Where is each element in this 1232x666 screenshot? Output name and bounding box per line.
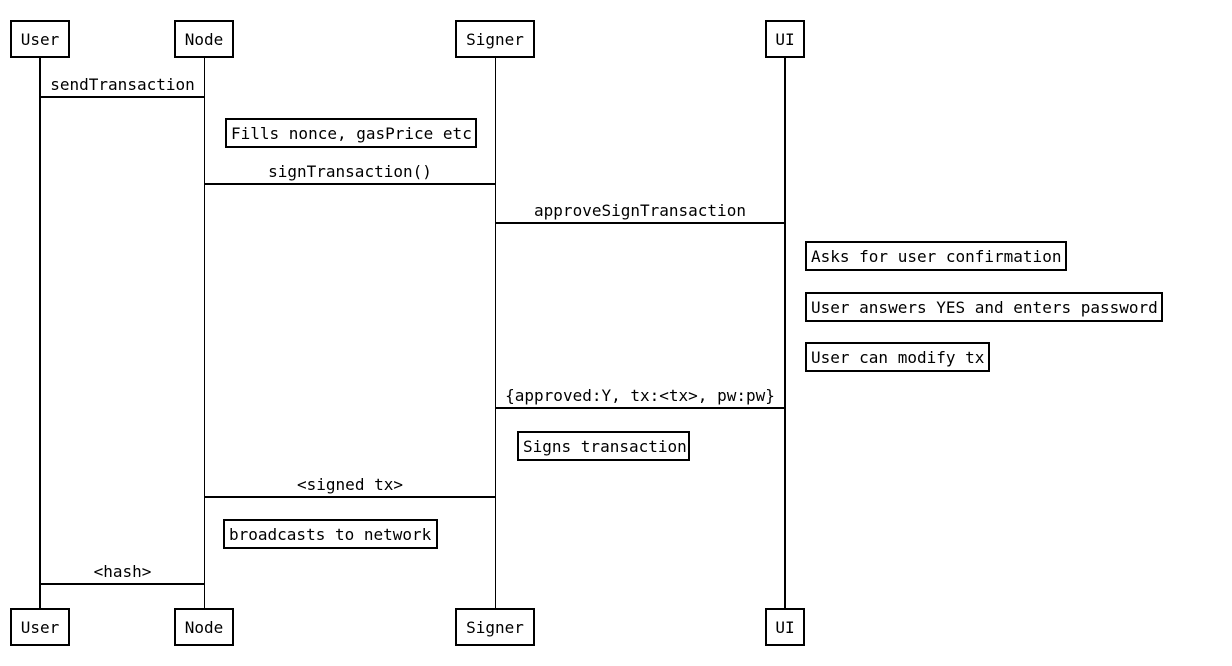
message-sendtransaction: sendTransaction	[40, 72, 205, 98]
lifeline-signer	[494, 58, 496, 608]
message-approved-response: {approved:Y, tx:<tx>, pw:pw}	[495, 383, 785, 409]
actor-box-ui-top: UI	[765, 20, 805, 58]
message-label: <signed tx>	[297, 475, 403, 494]
note-label: broadcasts to network	[229, 524, 432, 544]
message-hash: <hash>	[40, 559, 205, 585]
note-label: Asks for user confirmation	[811, 246, 1062, 266]
note-label: Signs transaction	[523, 436, 687, 456]
actor-box-node-top: Node	[174, 20, 234, 58]
note-signs-transaction: Signs transaction	[517, 431, 690, 461]
message-approvesigntransaction: approveSignTransaction	[495, 198, 785, 224]
note-fills-nonce: Fills nonce, gasPrice etc	[225, 118, 477, 148]
lifeline-node	[203, 58, 205, 608]
message-label: approveSignTransaction	[534, 201, 746, 220]
actor-label-user: User	[20, 29, 60, 49]
actor-label-user: User	[20, 617, 60, 637]
lifeline-ui	[784, 58, 786, 608]
message-label: signTransaction()	[268, 162, 432, 181]
note-broadcasts: broadcasts to network	[223, 519, 438, 549]
actor-box-user-bottom: User	[10, 608, 70, 646]
message-label: {approved:Y, tx:<tx>, pw:pw}	[505, 386, 775, 405]
note-label: Fills nonce, gasPrice etc	[231, 123, 472, 143]
actor-box-signer-top: Signer	[455, 20, 535, 58]
actor-box-signer-bottom: Signer	[455, 608, 535, 646]
note-user-can-modify: User can modify tx	[805, 342, 990, 372]
actor-label-node: Node	[184, 29, 224, 49]
actor-label-signer: Signer	[466, 617, 524, 637]
actor-label-ui: UI	[775, 29, 795, 49]
note-asks-confirmation: Asks for user confirmation	[805, 241, 1067, 271]
actor-box-node-bottom: Node	[174, 608, 234, 646]
note-label: User answers YES and enters password	[811, 297, 1158, 317]
actor-label-ui: UI	[775, 617, 795, 637]
actor-box-user-top: User	[10, 20, 70, 58]
actor-label-signer: Signer	[466, 29, 524, 49]
actor-label-node: Node	[184, 617, 224, 637]
message-signtransaction: signTransaction()	[204, 159, 496, 185]
note-user-answers-yes: User answers YES and enters password	[805, 292, 1163, 322]
message-label: sendTransaction	[50, 75, 195, 94]
message-label: <hash>	[93, 562, 152, 581]
actor-box-ui-bottom: UI	[765, 608, 805, 646]
note-label: User can modify tx	[811, 347, 985, 367]
lifeline-user	[39, 58, 41, 608]
message-signed-tx: <signed tx>	[204, 472, 496, 498]
